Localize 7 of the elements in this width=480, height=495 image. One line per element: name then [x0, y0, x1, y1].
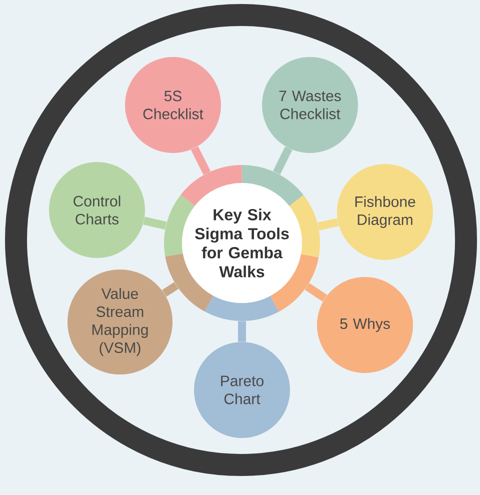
- connector: [238, 321, 246, 342]
- connector: [143, 216, 167, 230]
- connector: [304, 283, 328, 302]
- connector: [162, 282, 179, 297]
- connector: [318, 218, 339, 230]
- connector: [190, 146, 211, 175]
- connector: [272, 146, 292, 175]
